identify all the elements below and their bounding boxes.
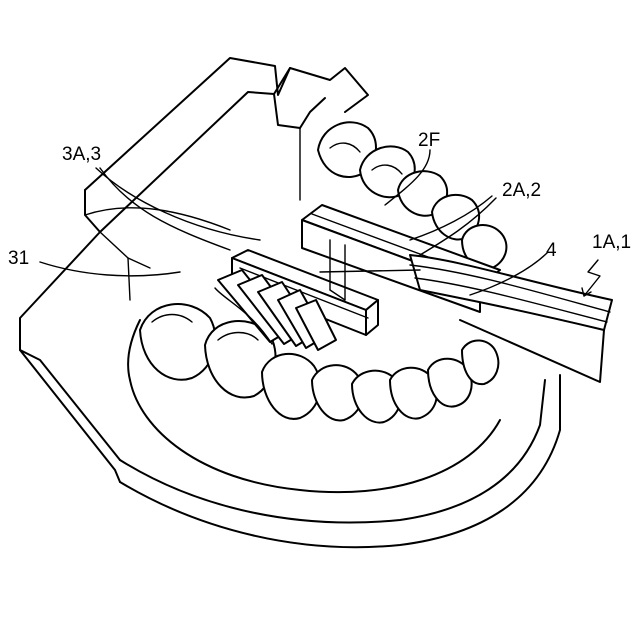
label-head: 3A,3 — [62, 144, 101, 165]
label-bracket: 2A,2 — [502, 180, 541, 201]
label-bracket-face: 2F — [418, 130, 440, 151]
label-handle: 1A,1 — [592, 232, 631, 253]
label-bristles: 31 — [8, 248, 29, 269]
label-shaft: 4 — [546, 240, 557, 261]
